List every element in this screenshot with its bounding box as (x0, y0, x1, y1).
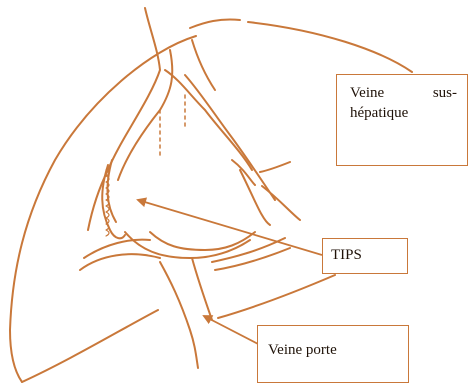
portal-vein-left-branch (80, 240, 160, 270)
label-tips: TIPS (322, 238, 408, 274)
hepatic-vein-middle (185, 75, 275, 200)
portal-vein-trunk (160, 258, 212, 368)
label-sus-word2: sus- (433, 83, 457, 103)
label-veine-porte: Veine porte (257, 325, 409, 383)
right-branch (232, 160, 300, 225)
label-sus-line2: hépatique (350, 103, 457, 123)
label-tips-text: TIPS (331, 247, 362, 263)
label-sus-word1: Veine (350, 83, 384, 103)
arrow-porte (204, 316, 262, 346)
label-veine-sus-hepatique: Veine sus- hépatique (336, 74, 468, 166)
hepatic-vein-left (88, 8, 160, 230)
label-porte-text: Veine porte (268, 342, 337, 358)
hepatic-vein-right (165, 70, 252, 170)
hepatic-vein-top (190, 19, 240, 90)
